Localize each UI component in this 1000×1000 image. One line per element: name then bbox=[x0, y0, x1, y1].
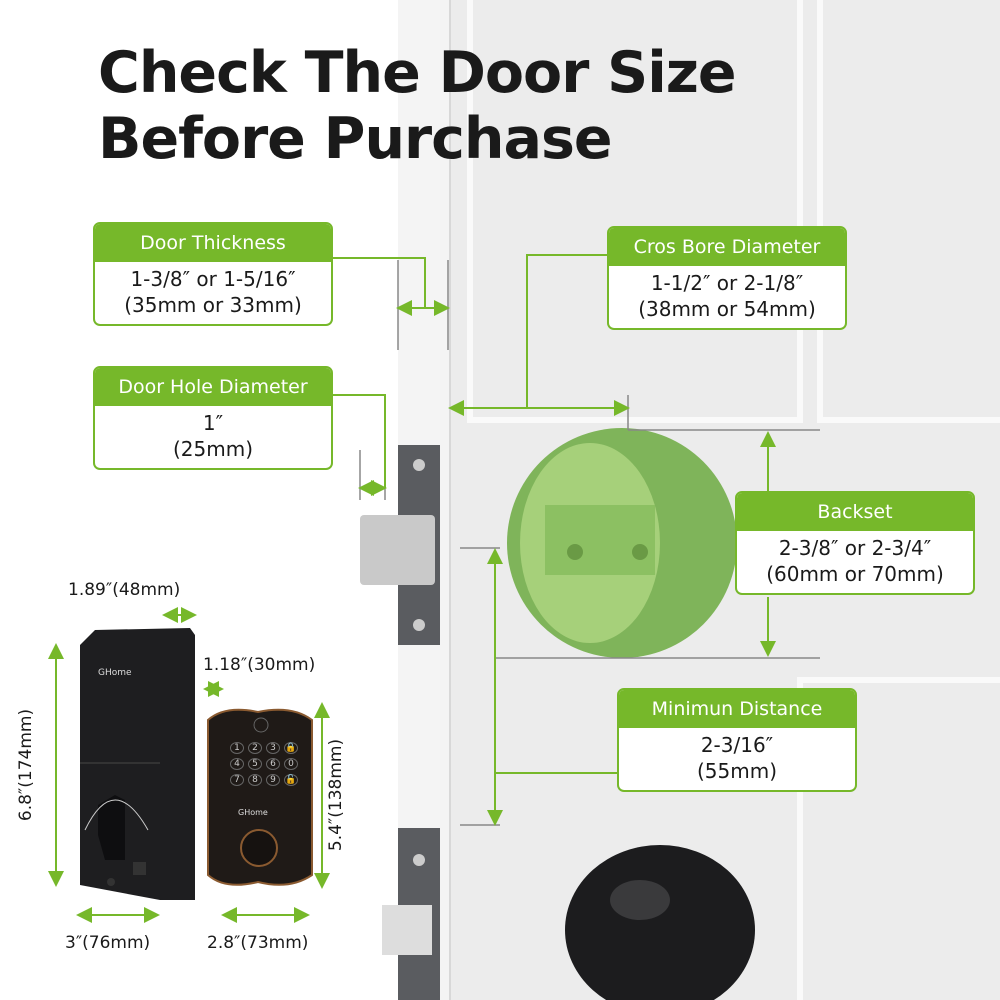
door-hole-callout: Door Hole Diameter 1″ (25mm) bbox=[93, 366, 333, 470]
callout-value-metric: (35mm or 33mm) bbox=[124, 293, 302, 317]
interior-height-label: 6.8″(174mm) bbox=[16, 708, 37, 822]
keypad: 1 2 3 🔒 4 5 6 0 7 8 9 🔓 bbox=[230, 742, 298, 786]
callout-value-metric: (55mm) bbox=[696, 759, 778, 783]
key: 3 bbox=[266, 742, 280, 754]
callout-label: Door Thickness bbox=[95, 224, 331, 262]
strike-plate-bottom bbox=[382, 828, 440, 1000]
callout-label: Minimun Distance bbox=[619, 690, 855, 728]
door-thickness-callout: Door Thickness 1-3/8″ or 1-5/16″ (35mm o… bbox=[93, 222, 333, 326]
interior-lock bbox=[80, 628, 195, 900]
page-title: Check The Door Size Before Purchase bbox=[98, 40, 737, 172]
callout-value: 1″ bbox=[202, 411, 224, 435]
lock-key-icon: 🔒 bbox=[284, 742, 298, 754]
key: 2 bbox=[248, 742, 262, 754]
key: 0 bbox=[284, 758, 298, 770]
exterior-lock bbox=[207, 708, 313, 886]
door-knob bbox=[565, 845, 755, 1000]
title-line-1: Check The Door Size bbox=[98, 40, 737, 106]
key: 6 bbox=[266, 758, 280, 770]
exterior-height-label: 5.4″(138mm) bbox=[326, 738, 347, 852]
key: 1 bbox=[230, 742, 244, 754]
latch-bolt bbox=[360, 515, 435, 585]
unlock-key-icon: 🔓 bbox=[284, 774, 298, 786]
brand-logo-exterior: GHome bbox=[238, 808, 268, 817]
callout-label: Backset bbox=[737, 493, 973, 531]
callout-value: 1-3/8″ or 1-5/16″ bbox=[130, 267, 296, 291]
exterior-width-label: 2.8″(73mm) bbox=[207, 933, 309, 953]
interior-depth-label: 1.89″(48mm) bbox=[68, 580, 181, 600]
callout-value-metric: (60mm or 70mm) bbox=[766, 562, 944, 586]
callout-label: Door Hole Diameter bbox=[95, 368, 331, 406]
cross-bore-callout: Cros Bore Diameter 1-1/2″ or 2-1/8″ (38m… bbox=[607, 226, 847, 330]
key: 8 bbox=[248, 774, 262, 786]
bore-hole bbox=[507, 428, 737, 658]
callout-value-metric: (38mm or 54mm) bbox=[638, 297, 816, 321]
callout-value: 1-1/2″ or 2-1/8″ bbox=[650, 271, 804, 295]
callout-value-metric: (25mm) bbox=[172, 437, 254, 461]
exterior-depth-label: 1.18″(30mm) bbox=[203, 655, 316, 675]
key: 4 bbox=[230, 758, 244, 770]
interior-width-label: 3″(76mm) bbox=[65, 933, 151, 953]
title-line-2: Before Purchase bbox=[98, 106, 613, 172]
callout-value: 2-3/8″ or 2-3/4″ bbox=[778, 536, 932, 560]
key: 7 bbox=[230, 774, 244, 786]
min-distance-callout: Minimun Distance 2-3/16″ (55mm) bbox=[617, 688, 857, 792]
key: 5 bbox=[248, 758, 262, 770]
door-panels bbox=[467, 0, 1000, 1000]
callout-label: Cros Bore Diameter bbox=[609, 228, 845, 266]
brand-logo-interior: GHome bbox=[98, 668, 132, 678]
key: 9 bbox=[266, 774, 280, 786]
backset-callout: Backset 2-3/8″ or 2-3/4″ (60mm or 70mm) bbox=[735, 491, 975, 595]
callout-value: 2-3/16″ bbox=[700, 733, 774, 757]
